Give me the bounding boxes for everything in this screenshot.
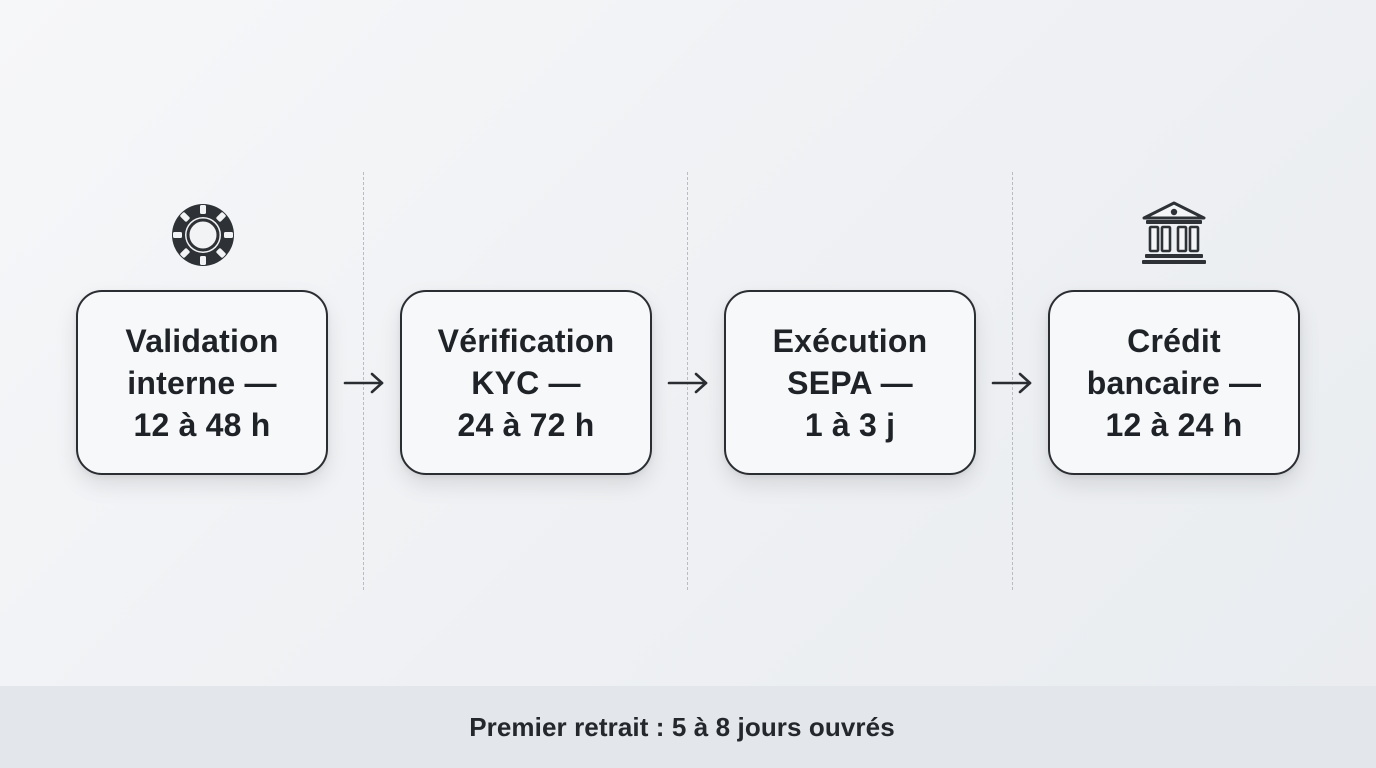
step-label-line: Crédit	[1127, 322, 1221, 359]
stage-divider	[363, 172, 364, 590]
step-validation-interne: Validation interne — 12 à 48 h	[76, 290, 328, 475]
step-label-line: SEPA —	[787, 364, 913, 401]
step-label-line: bancaire —	[1086, 364, 1262, 401]
step-label-line: 24 à 72 h	[457, 406, 595, 443]
footer-banner: Premier retrait : 5 à 8 jours ouvrés	[0, 686, 1376, 768]
arrow-right-icon	[991, 372, 1032, 394]
flow-diagram: Validation interne — 12 à 48 h Vérificat…	[76, 172, 1300, 590]
arrow-right-icon	[667, 372, 708, 394]
step-label-line: 12 à 24 h	[1105, 406, 1243, 443]
step-label-line: 12 à 48 h	[133, 406, 271, 443]
step-execution-sepa: Exécution SEPA — 1 à 3 j	[724, 290, 976, 475]
stage-divider	[687, 172, 688, 590]
step-label-line: KYC —	[471, 364, 581, 401]
step-label-line: Validation	[125, 322, 279, 359]
arrow-right-icon	[343, 372, 384, 394]
step-label-line: 1 à 3 j	[804, 406, 896, 443]
step-label-line: interne —	[127, 364, 277, 401]
footer-summary-text: Premier retrait : 5 à 8 jours ouvrés	[469, 711, 895, 742]
step-label-line: Exécution	[772, 322, 928, 359]
step-label-line: Vérification	[437, 322, 615, 359]
bank-icon	[1142, 201, 1206, 264]
casino-chip-icon	[172, 204, 234, 266]
step-verification-kyc: Vérification KYC — 24 à 72 h	[400, 290, 652, 475]
step-credit-bancaire: Crédit bancaire — 12 à 24 h	[1048, 290, 1300, 475]
stage-divider	[1012, 172, 1013, 590]
